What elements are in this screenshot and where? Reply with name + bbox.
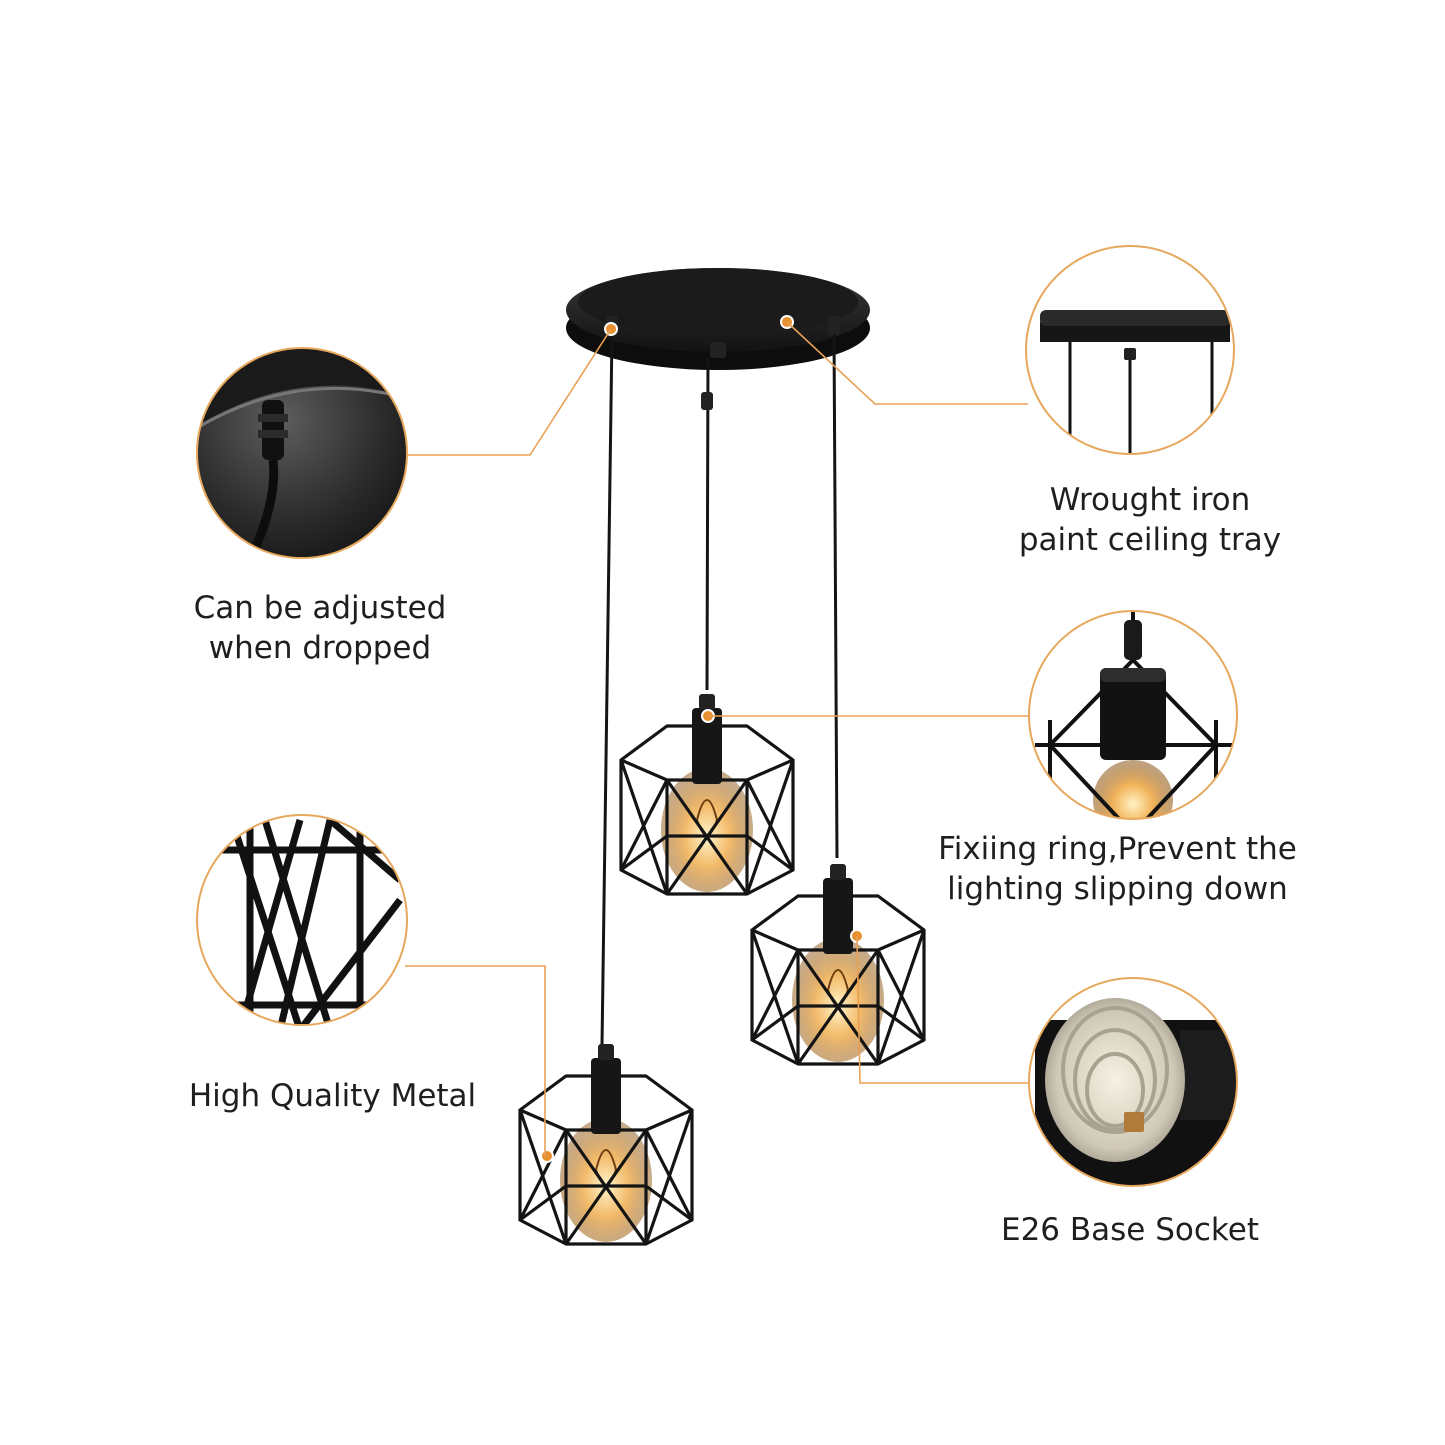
metal-cage-detail-icon: [196, 814, 408, 1026]
pendant-fixture: [518, 268, 926, 1246]
callout-metal: High Quality Metal: [180, 1076, 485, 1116]
callout-fixing-ring-line1: Fixiing ring,Prevent the: [938, 831, 1297, 867]
fixing-ring-detail-icon: [1028, 610, 1238, 820]
callout-fixing-ring-line2: lighting slipping down: [947, 871, 1288, 907]
callout-socket-line1: E26 Base Socket: [1001, 1212, 1259, 1248]
pendant-cage-icon: [518, 692, 926, 1246]
ceiling-canopy-icon: [566, 268, 870, 370]
callout-ceiling-tray-line2: paint ceiling tray: [1018, 522, 1282, 558]
callout-adjustable: Can be adjusted when dropped: [180, 588, 460, 668]
cable-connector-icon: [196, 347, 408, 559]
callout-adjustable-line2: when dropped: [208, 630, 432, 666]
callout-ceiling-tray-line1: Wrought iron: [1049, 482, 1251, 518]
lamp-socket-icon: [1028, 977, 1238, 1187]
callout-ceiling-tray: Wrought iron paint ceiling tray: [995, 480, 1305, 560]
leader-lines: [405, 321, 1028, 1156]
callout-fixing-ring: Fixiing ring,Prevent the lighting slippi…: [925, 829, 1310, 909]
callout-metal-line1: High Quality Metal: [188, 1078, 477, 1114]
callout-socket: E26 Base Socket: [995, 1210, 1265, 1250]
ceiling-tray-detail-icon: [1025, 245, 1235, 455]
callout-adjustable-line1: Can be adjusted: [193, 590, 447, 626]
